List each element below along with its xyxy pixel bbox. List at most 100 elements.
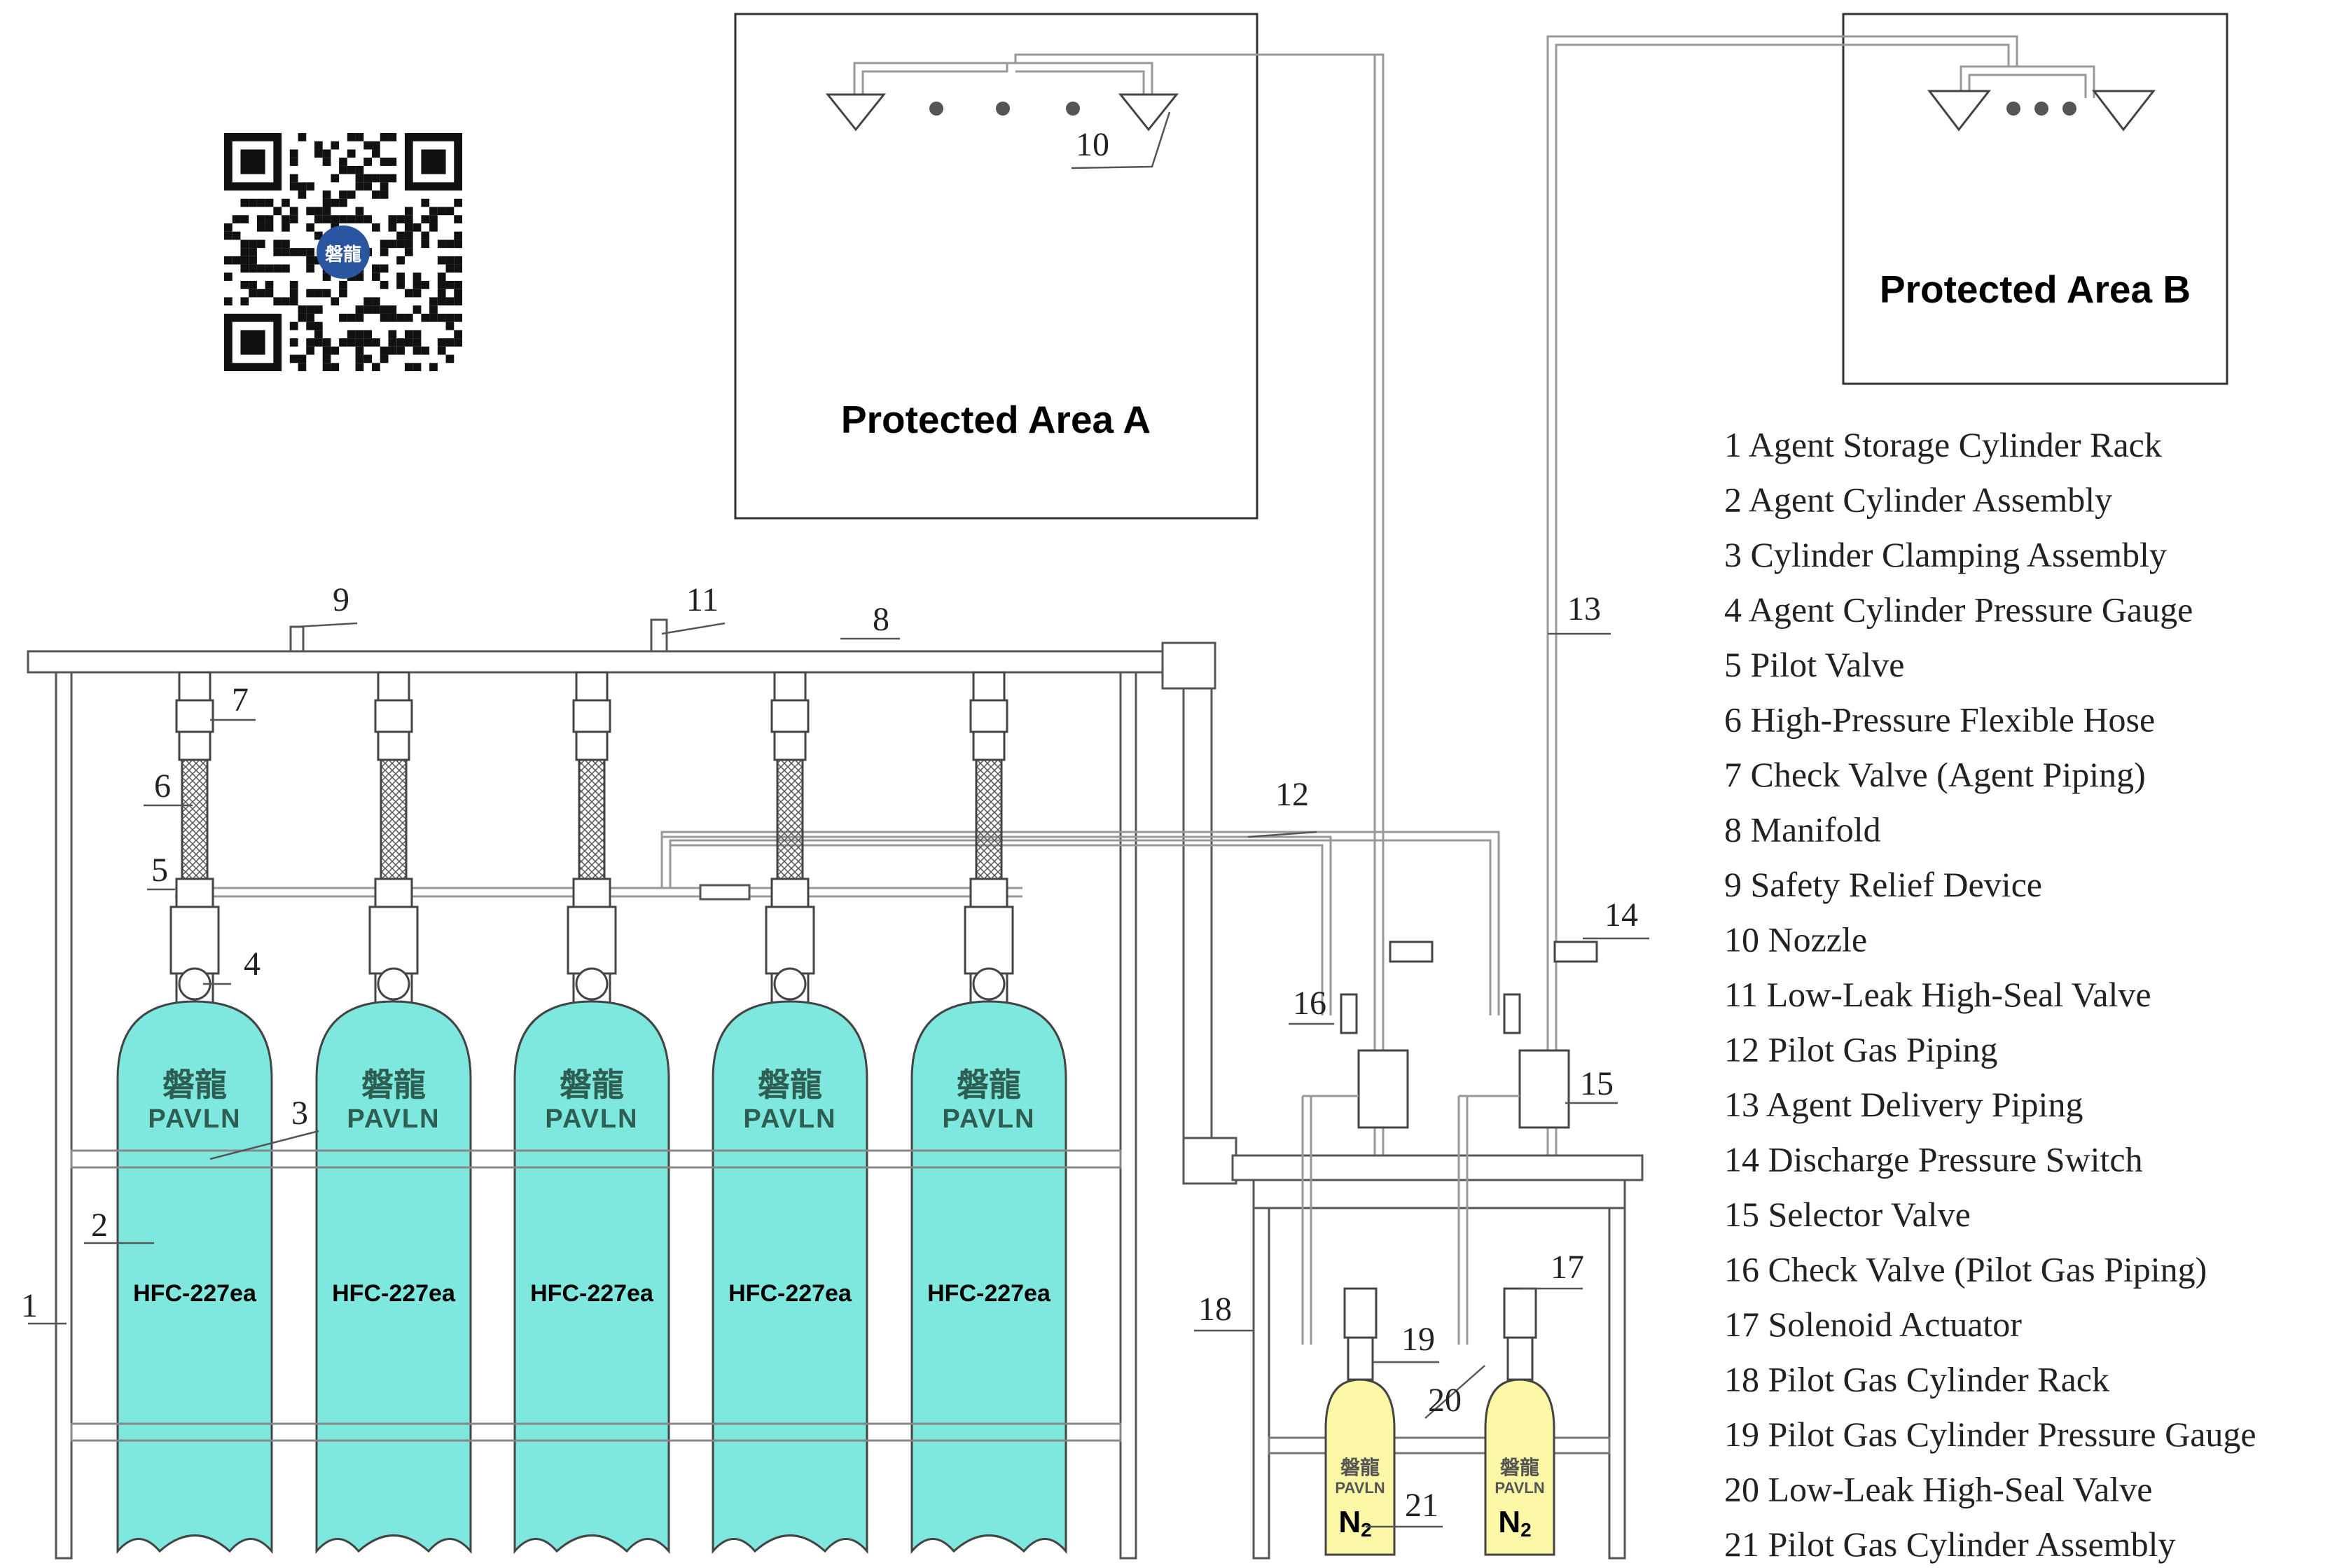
brand-cn: 磐龍 <box>758 1066 822 1104</box>
svg-text:磐龍: 磐龍 <box>325 244 361 265</box>
pilot-gas-cylinder-1: 磐龍 PAVLN N2 <box>1324 1287 1396 1556</box>
callout-13: 13 <box>1567 590 1601 627</box>
callout-2: 2 <box>91 1207 108 1244</box>
nozzle-icon <box>2091 90 2156 132</box>
clamp-bar <box>70 1149 1122 1169</box>
pressure-gauge-icon <box>575 967 609 1001</box>
legend-item: 1 Agent Storage Cylinder Rack <box>1724 425 2162 464</box>
protected-area-b-label: Protected Area B <box>1880 268 2191 311</box>
callout-8: 8 <box>873 601 889 638</box>
qr-logo-icon <box>317 226 370 279</box>
legend-item: 19 Pilot Gas Cylinder Pressure Gauge <box>1724 1415 2256 1454</box>
nozzle-icon <box>1118 93 1179 132</box>
legend-item: 13 Agent Delivery Piping <box>1724 1085 2083 1124</box>
clamp-bar <box>70 1422 1122 1442</box>
brand-cn: 磐龍 <box>162 1066 227 1104</box>
agent-label: HFC-227ea <box>927 1280 1051 1307</box>
callout-19: 19 <box>1401 1321 1435 1358</box>
pilot-gas-sub: 2 <box>1520 1519 1532 1541</box>
callout-11: 11 <box>686 581 719 618</box>
legend-item: 7 Check Valve (Agent Piping) <box>1724 755 2146 794</box>
protected-area-a: Protected Area A <box>734 13 1385 1156</box>
agent-label: HFC-227ea <box>530 1280 654 1307</box>
brand-en: PAVLN <box>1495 1479 1544 1497</box>
low-leak-valve <box>650 618 668 653</box>
svg-text:N2: N2 <box>1338 1505 1371 1541</box>
callout-16: 16 <box>1293 985 1326 1022</box>
brand-cn: 磐龍 <box>361 1066 426 1104</box>
legend-item: 12 Pilot Gas Piping <box>1724 1030 1997 1069</box>
brand-cn: 磐龍 <box>1340 1456 1380 1479</box>
brand-en: PAVLN <box>942 1104 1035 1134</box>
nozzle-icon <box>825 93 887 132</box>
pressure-gauge-icon <box>773 967 807 1001</box>
pilot-gas-cylinder-2: 磐龍 PAVLN N2 <box>1484 1287 1555 1556</box>
callout-12: 12 <box>1275 776 1309 813</box>
pressure-gauge-icon <box>972 967 1006 1001</box>
agent-label: HFC-227ea <box>332 1280 456 1307</box>
legend-item: 17 Solenoid Actuator <box>1724 1305 2022 1344</box>
nozzle-icon <box>1927 90 1992 132</box>
callout-3: 3 <box>291 1095 308 1132</box>
callout-4: 4 <box>244 945 261 983</box>
legend-item: 14 Discharge Pressure Switch <box>1724 1140 2143 1179</box>
component-legend: 1 Agent Storage Cylinder Rack 2 Agent Cyl… <box>1724 425 2256 1564</box>
selector-valve <box>1518 1049 1570 1129</box>
pilot-gas-label: N <box>1498 1505 1520 1539</box>
legend-item: 6 High-Pressure Flexible Hose <box>1724 700 2155 740</box>
callout-14: 14 <box>1604 896 1638 934</box>
callout-5: 5 <box>151 852 168 889</box>
callout-21: 21 <box>1405 1487 1438 1524</box>
pilot-gas-label: N <box>1338 1505 1361 1539</box>
callouts <box>28 111 1649 1528</box>
legend-item: 18 Pilot Gas Cylinder Rack <box>1724 1360 2109 1399</box>
callout-7: 7 <box>232 681 249 719</box>
callout-6: 6 <box>154 768 171 805</box>
callout-17: 17 <box>1551 1249 1584 1286</box>
callout-labels: 1 2 3 4 5 6 7 8 9 10 11 12 13 14 15 16 1… <box>21 126 1638 1524</box>
legend-item: 15 Selector Valve <box>1724 1195 1971 1234</box>
brand-en: PAVLN <box>347 1104 440 1134</box>
legend-item: 4 Agent Cylinder Pressure Gauge <box>1724 590 2193 630</box>
svg-text:N2: N2 <box>1498 1505 1531 1541</box>
legend-item: 2 Agent Cylinder Assembly <box>1724 480 2112 520</box>
check-valve-pilot <box>1340 993 1358 1034</box>
agent-cylinders: 磐龍PAVLNHFC-227ea磐龍PAVLNHFC-227ea磐龍PAVLNH… <box>70 671 1122 1555</box>
callout-9: 9 <box>333 581 349 618</box>
agent-label: HFC-227ea <box>728 1280 852 1307</box>
legend-item: 20 Low-Leak High-Seal Valve <box>1724 1470 2152 1509</box>
legend-item: 5 Pilot Valve <box>1724 645 1904 684</box>
protected-area-b: Protected Area B <box>1546 13 2228 1156</box>
protected-area-a-label: Protected Area A <box>841 398 1151 441</box>
brand-en: PAVLN <box>545 1104 638 1134</box>
callout-20: 20 <box>1428 1382 1462 1419</box>
brand-cn: 磐龍 <box>560 1066 624 1104</box>
selector-valve <box>1357 1049 1409 1129</box>
callout-10: 10 <box>1076 126 1109 163</box>
legend-item: 11 Low-Leak High-Seal Valve <box>1724 975 2151 1014</box>
callout-18: 18 <box>1198 1291 1232 1328</box>
legend-item: 10 Nozzle <box>1724 920 1867 959</box>
brand-cn: 磐龍 <box>1500 1456 1539 1479</box>
discharge-pressure-switch <box>1389 941 1434 963</box>
brand-en: PAVLN <box>1335 1479 1385 1497</box>
legend-item: 21 Pilot Gas Cylinder Assembly <box>1724 1525 2175 1564</box>
legend-item: 9 Safety Relief Device <box>1724 865 2042 904</box>
discharge-pressure-switch <box>1553 941 1598 963</box>
brand-en: PAVLN <box>148 1104 241 1134</box>
callout-1: 1 <box>21 1287 38 1324</box>
qr-code: 磐龍 <box>224 133 462 371</box>
brand-cn: 磐龍 <box>957 1066 1021 1104</box>
legend-item: 16 Check Valve (Pilot Gas Piping) <box>1724 1250 2207 1289</box>
pressure-gauge-icon <box>377 967 410 1001</box>
callout-15: 15 <box>1580 1065 1614 1102</box>
legend-item: 3 Cylinder Clamping Assembly <box>1724 535 2167 574</box>
safety-relief-device <box>289 625 305 653</box>
legend-item: 8 Manifold <box>1724 810 1881 849</box>
